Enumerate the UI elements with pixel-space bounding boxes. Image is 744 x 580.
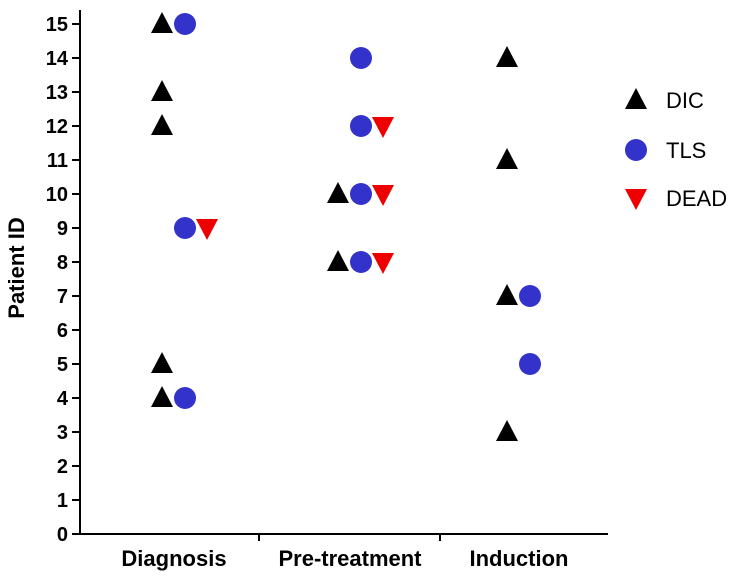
y-tick-label: 1 [57,490,68,512]
tls-point [350,251,372,273]
dead-point [372,117,394,138]
tls-point [174,217,196,239]
tls-point [350,115,372,137]
axes [79,10,608,541]
y-tick-label: 0 [57,524,68,546]
y-tick-label: 2 [57,456,68,478]
y-tick-label: 6 [57,320,68,342]
data-marks [151,12,541,441]
dead-point [372,253,394,274]
dic-point [496,148,518,169]
y-tick-label: 9 [57,218,68,240]
dead-point [196,219,218,240]
legend-tls-marker [625,139,647,161]
dic-point [151,352,173,373]
y-tick-label: 8 [57,252,68,274]
y-axis-title: Patient ID [4,217,29,318]
dic-point [151,114,173,135]
dic-point [151,12,173,33]
dead-point [372,185,394,206]
y-tick-label: 14 [46,48,69,70]
dic-point [496,284,518,305]
legend-dead-label: DEAD [666,186,727,211]
x-category-label: Diagnosis [121,546,226,571]
dic-point [327,182,349,203]
dic-point [327,250,349,271]
y-tick-label: 4 [57,388,69,410]
y-tick-label: 7 [57,286,68,308]
dic-point [496,420,518,441]
x-categories: Diagnosis Pre-treatment Induction [121,546,568,571]
dic-point [496,46,518,67]
y-tick-label: 10 [46,184,68,206]
y-tick-label: 5 [57,354,68,376]
tls-point [519,285,541,307]
legend-tls-label: TLS [666,138,706,163]
tls-point [350,183,372,205]
legend-dic-marker [625,88,647,109]
tls-point [174,13,196,35]
x-category-label: Induction [470,546,569,571]
tls-point [350,47,372,69]
y-tick-label: 13 [46,82,68,104]
x-category-label: Pre-treatment [278,546,422,571]
tls-point [174,387,196,409]
dic-point [151,386,173,407]
legend-dead-marker [625,189,647,210]
dic-point [151,80,173,101]
y-tick-label: 15 [46,14,68,36]
y-tick-label: 11 [47,150,68,172]
legend: DIC TLS DEAD [625,88,727,211]
y-tick-label: 12 [46,116,68,138]
legend-dic-label: DIC [666,88,704,113]
tls-point [519,353,541,375]
y-tick-label: 3 [57,422,68,444]
